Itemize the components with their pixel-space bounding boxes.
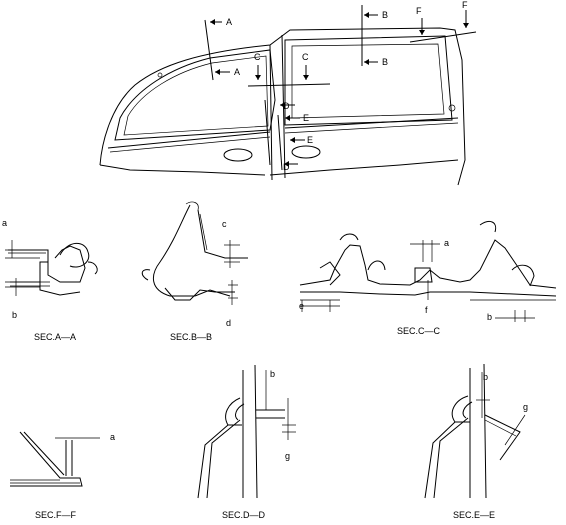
dim-label: g — [285, 451, 290, 461]
dim-label: e — [299, 301, 304, 311]
dim-label: b — [270, 369, 275, 379]
dim-label: b — [487, 312, 492, 322]
dim-label: f — [425, 305, 428, 315]
cut-label: A — [234, 67, 240, 77]
dim-label: a — [444, 238, 449, 248]
section-e: b g SEC.E—E — [424, 363, 528, 520]
section-caption: SEC.A—A — [34, 332, 76, 342]
section-caption: SEC.E—E — [453, 510, 495, 520]
cut-label: A — [226, 17, 232, 27]
dim-label: c — [222, 219, 227, 229]
cut-label: D — [283, 162, 290, 172]
dim-label: d — [226, 318, 231, 328]
dim-label: a — [2, 218, 7, 228]
cut-label: E — [307, 135, 313, 145]
dim-label: g — [523, 402, 528, 412]
cut-label: C — [254, 52, 261, 62]
cut-label: C — [302, 52, 309, 62]
dim-label: b — [12, 310, 17, 320]
section-b: c d SEC.B—B — [141, 201, 248, 342]
cut-label: B — [382, 57, 388, 67]
section-caption: SEC.D—D — [222, 510, 266, 520]
section-caption: SEC.F—F — [35, 510, 77, 520]
section-caption: SEC.B—B — [170, 332, 212, 342]
section-d: b g SEC.D—D — [197, 364, 296, 520]
section-caption: SEC.C—C — [397, 326, 441, 336]
vehicle-side-view: A A B B C C D D E E F F — [99, 0, 477, 186]
section-a: a b SEC.A—A — [2, 218, 98, 342]
cut-label: F — [462, 0, 468, 10]
section-c: a e f b SEC.C—C — [299, 221, 557, 336]
section-f: a SEC.F—F — [10, 431, 115, 520]
cut-label: D — [283, 101, 290, 111]
cut-label: B — [382, 10, 388, 20]
dim-label: b — [483, 372, 488, 382]
dim-label: a — [110, 432, 115, 442]
cut-label: F — [416, 6, 422, 16]
cut-label: E — [303, 113, 309, 123]
